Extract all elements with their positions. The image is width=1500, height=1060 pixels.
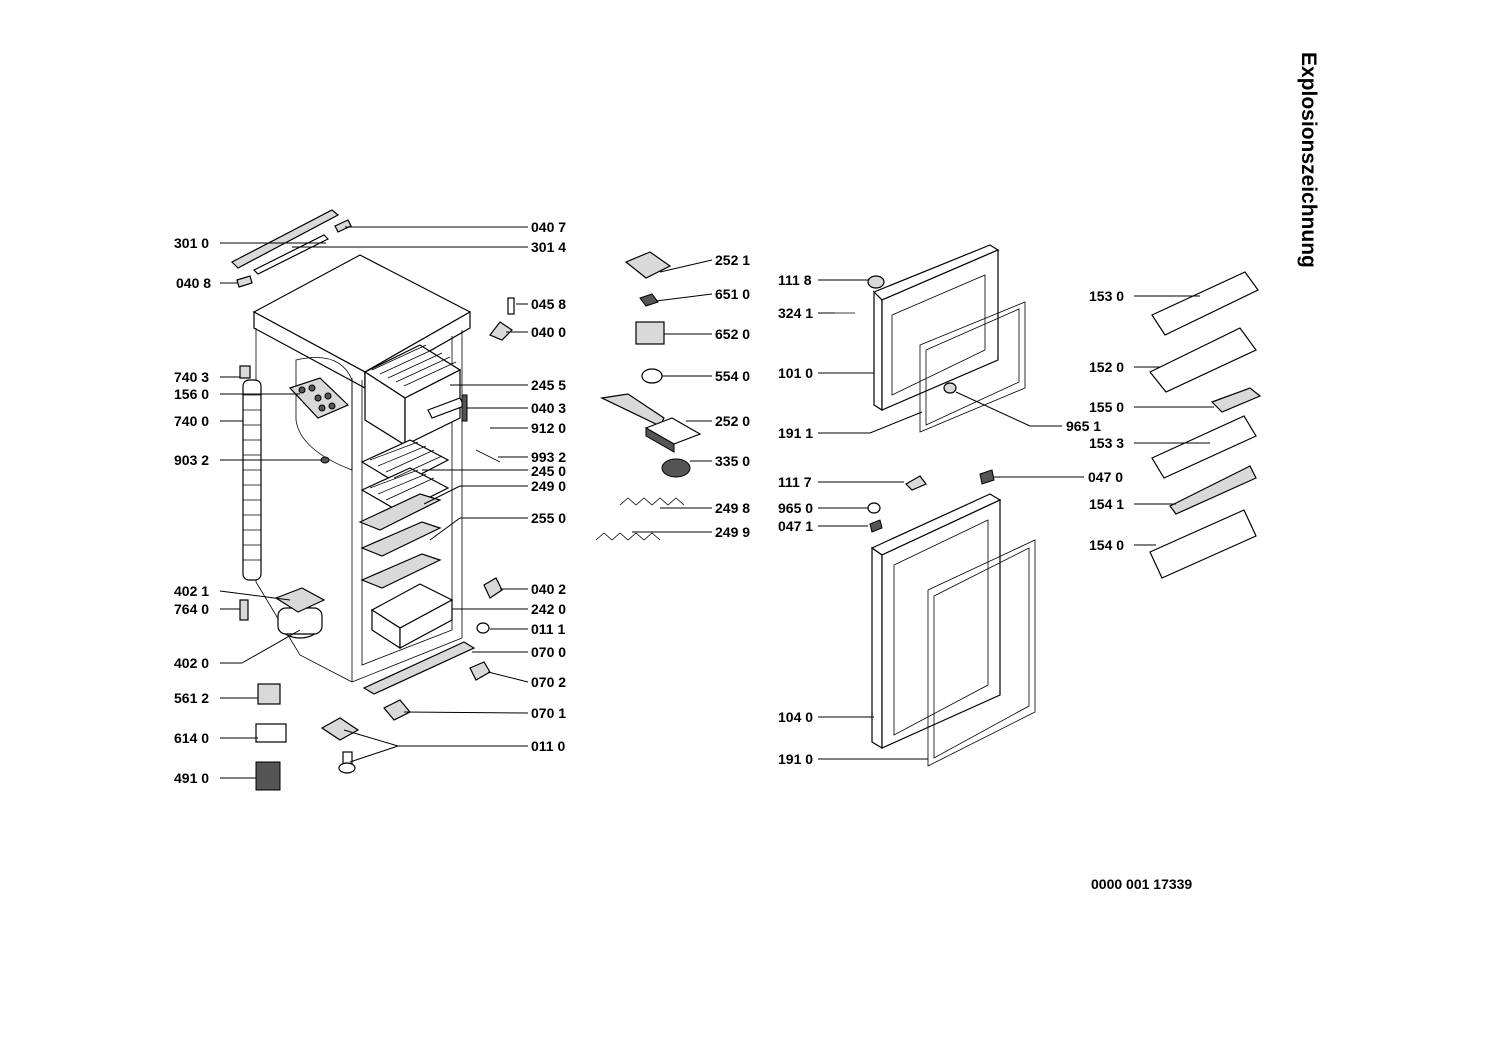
part-label: 191 0 <box>778 751 813 767</box>
part-label: 561 2 <box>174 690 209 706</box>
part-label: 402 1 <box>174 583 209 599</box>
part-label: 491 0 <box>174 770 209 786</box>
part-label: 245 0 <box>531 463 566 479</box>
part-label: 191 1 <box>778 425 813 441</box>
part-label: 070 0 <box>531 644 566 660</box>
part-label: 011 0 <box>531 738 565 754</box>
part-label: 301 4 <box>531 239 566 255</box>
thermostat-drawing <box>595 251 702 541</box>
part-label: 651 0 <box>715 286 750 302</box>
part-label: 111 7 <box>778 474 812 490</box>
part-label: 255 0 <box>531 510 566 526</box>
part-label: 614 0 <box>174 730 209 746</box>
document-number: 0000 001 17339 <box>1091 876 1193 892</box>
doors-drawing <box>835 244 1036 767</box>
part-label: 965 0 <box>778 500 813 516</box>
part-label: 156 0 <box>174 386 209 402</box>
door-shelves-drawing <box>1149 271 1262 579</box>
part-label: 047 0 <box>1088 469 1123 485</box>
part-label: 965 1 <box>1066 418 1101 434</box>
part-label: 040 0 <box>531 324 566 340</box>
part-label: 249 0 <box>531 478 566 494</box>
part-label: 554 0 <box>715 368 750 384</box>
part-label: 047 1 <box>778 518 813 534</box>
part-label: 111 8 <box>778 272 812 288</box>
part-label: 152 0 <box>1089 359 1124 375</box>
part-label: 764 0 <box>174 601 209 617</box>
part-label: 040 8 <box>176 275 211 291</box>
part-label: 011 1 <box>531 621 565 637</box>
part-label: 335 0 <box>715 453 750 469</box>
part-label: 740 0 <box>174 413 209 429</box>
part-label: 324 1 <box>778 305 813 321</box>
part-label: 155 0 <box>1089 399 1124 415</box>
part-label: 245 5 <box>531 377 566 393</box>
part-label: 040 2 <box>531 581 566 597</box>
part-label: 912 0 <box>531 420 566 436</box>
part-label: 252 0 <box>715 413 750 429</box>
part-label: 040 3 <box>531 400 566 416</box>
part-label: 242 0 <box>531 601 566 617</box>
part-label: 402 0 <box>174 655 209 671</box>
part-labels: 301 0 040 7 301 4 040 8 045 8 040 0 740 … <box>174 219 1124 786</box>
part-label: 652 0 <box>715 326 750 342</box>
part-label: 301 0 <box>174 235 209 251</box>
part-label: 070 2 <box>531 674 566 690</box>
part-label: 040 7 <box>531 219 566 235</box>
part-label: 153 3 <box>1089 435 1124 451</box>
cabinet-drawing <box>230 209 515 791</box>
part-label: 153 0 <box>1089 288 1124 304</box>
leader-lines <box>219 226 1214 779</box>
part-label: 903 2 <box>174 452 209 468</box>
part-label: 154 1 <box>1089 496 1124 512</box>
part-label: 154 0 <box>1089 537 1124 553</box>
part-label: 993 2 <box>531 449 566 465</box>
part-label: 249 9 <box>715 524 750 540</box>
part-label: 101 0 <box>778 365 813 381</box>
part-label: 045 8 <box>531 296 566 312</box>
part-label: 249 8 <box>715 500 750 516</box>
part-label: 740 3 <box>174 369 209 385</box>
part-label: 252 1 <box>715 252 750 268</box>
part-label: 070 1 <box>531 705 566 721</box>
part-label: 104 0 <box>778 709 813 725</box>
